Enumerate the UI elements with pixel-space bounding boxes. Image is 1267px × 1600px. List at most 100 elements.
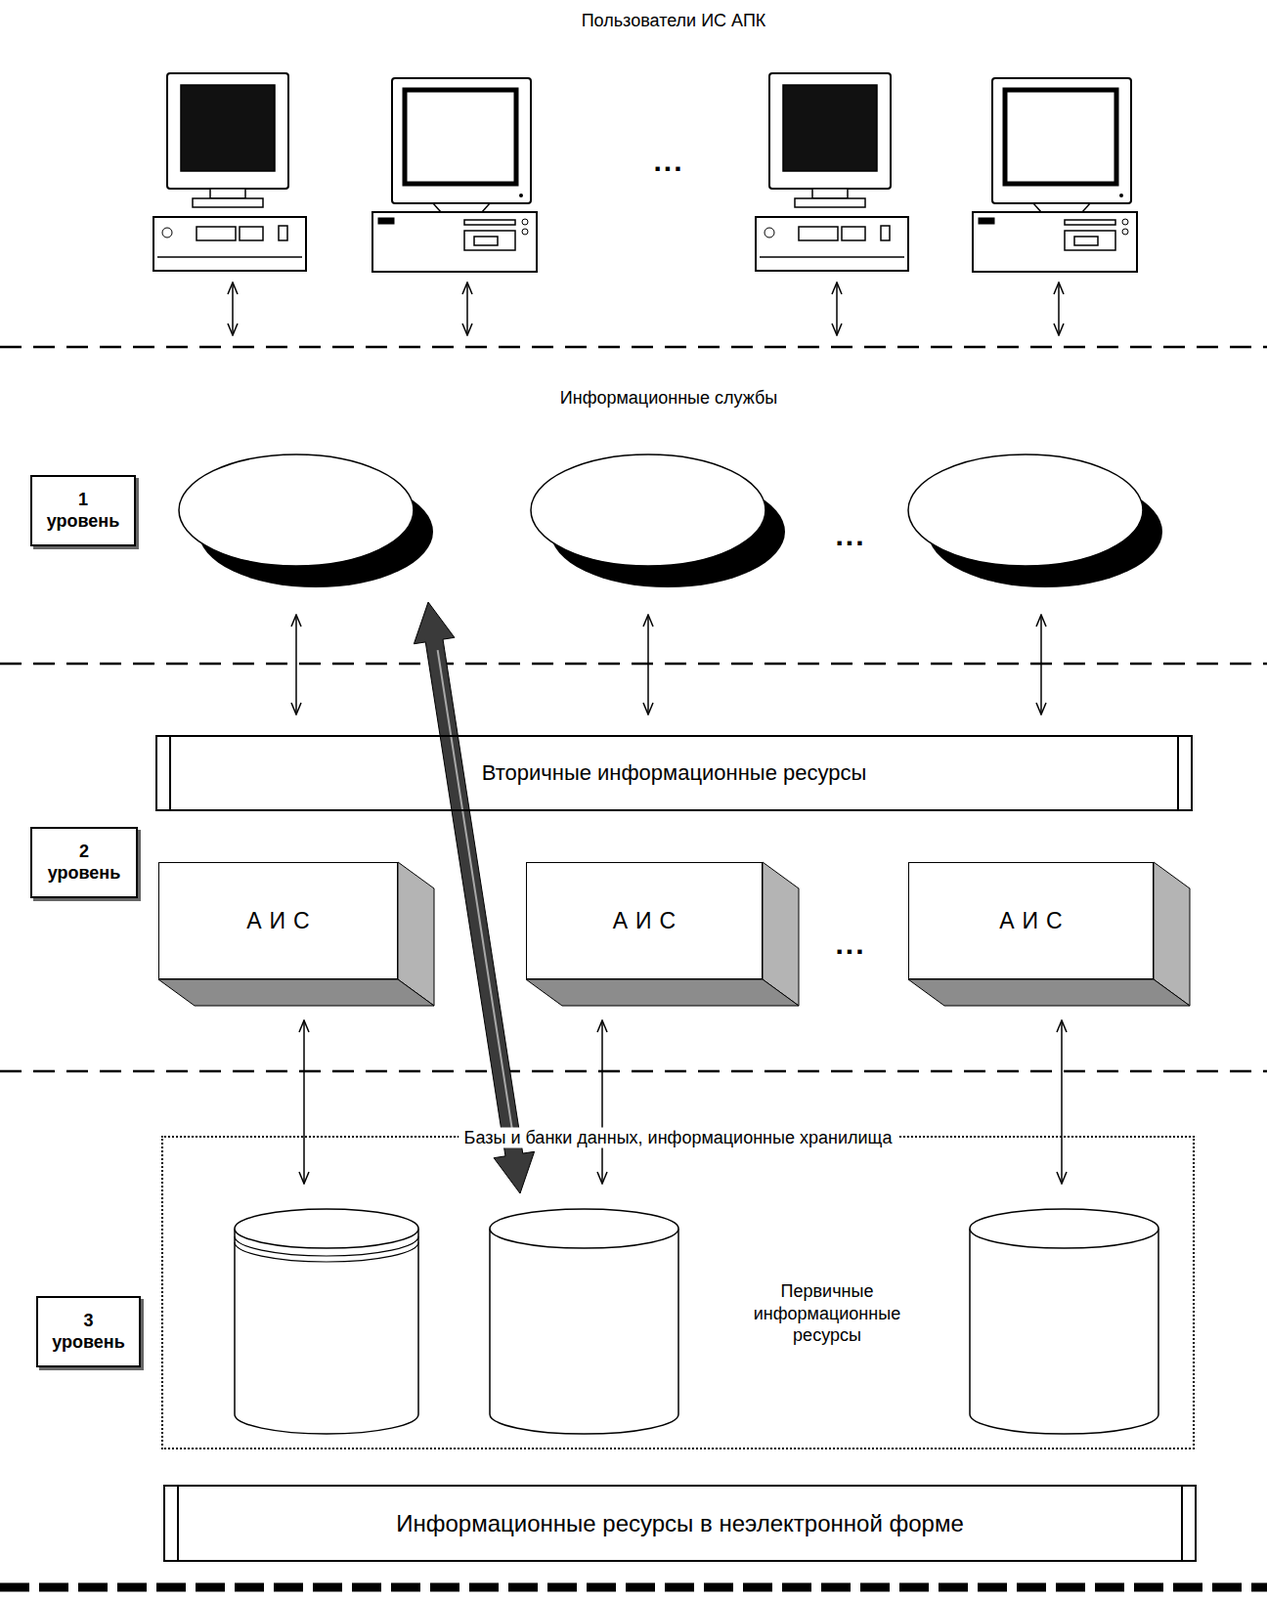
power-button — [764, 227, 775, 238]
drive-slot — [1074, 236, 1098, 246]
button — [1122, 218, 1129, 225]
monitor-neck — [210, 188, 246, 199]
node-text: Вторичные информационные ресурсы — [478, 760, 872, 787]
link-arrow — [231, 282, 234, 336]
button — [522, 218, 528, 225]
computer — [755, 73, 909, 271]
power-button — [162, 227, 173, 238]
link-arrow — [1057, 282, 1060, 336]
resource-band: Информационные ресурсы в неэлектронной ф… — [163, 1485, 1197, 1563]
drive-bay — [1064, 230, 1116, 251]
drive-slot — [278, 225, 288, 241]
case-line — [759, 256, 905, 259]
database-ring — [234, 1242, 419, 1263]
system-unit — [755, 217, 909, 271]
drive-slot — [841, 226, 866, 241]
node-text: АИС — [246, 908, 317, 935]
button — [522, 228, 528, 235]
monitor — [392, 78, 531, 204]
drive-slot — [464, 219, 516, 225]
ais-box: АИС — [908, 862, 1190, 1006]
monitor — [992, 78, 1132, 204]
monitor-base — [794, 198, 866, 208]
ais-front: АИС — [525, 862, 763, 980]
connector-arrow — [1060, 1020, 1063, 1184]
computer — [372, 78, 537, 272]
case-line — [157, 256, 303, 259]
computer — [153, 73, 306, 271]
drive-slot — [239, 226, 263, 241]
system-unit — [372, 212, 537, 272]
ellipsis: ... — [834, 519, 866, 553]
link-arrow — [1040, 614, 1043, 715]
ais-box: АИС — [525, 862, 799, 1006]
level-box: 1 уровень — [30, 475, 136, 547]
connector-arrow — [303, 1020, 306, 1184]
service-ellipse — [530, 454, 766, 567]
link-arrow — [295, 614, 298, 715]
monitor-led — [1119, 193, 1124, 198]
drive-slot — [1064, 219, 1116, 225]
screen — [404, 89, 517, 184]
region-heading: Базы и банки данных, информационные хран… — [458, 1128, 899, 1149]
database-body — [489, 1228, 679, 1435]
resource-band: Вторичные информационные ресурсы — [155, 735, 1193, 812]
node-text: 2 уровень — [47, 841, 122, 884]
drive-bay — [464, 230, 516, 251]
drive-slot — [196, 226, 236, 241]
button — [1122, 228, 1129, 235]
ais-front: АИС — [158, 862, 398, 980]
badge — [378, 218, 394, 224]
node-text: 3 уровень — [51, 1310, 126, 1354]
screen — [783, 85, 877, 172]
level-box: 3 уровень — [36, 1296, 141, 1368]
service-ellipse — [908, 454, 1143, 567]
level-box: 2 уровень — [30, 827, 138, 899]
drive-slot — [880, 225, 890, 241]
node-text: Информационные ресурсы в неэлектронной ф… — [392, 1510, 968, 1538]
screen — [180, 85, 275, 172]
monitor-led — [519, 193, 524, 198]
ais-box: АИС — [158, 862, 435, 1006]
monitor-base — [192, 198, 263, 208]
drive-slot — [474, 236, 498, 246]
database-ring — [234, 1236, 419, 1257]
ellipsis: ... — [653, 144, 684, 178]
node-text: 1 уровень — [46, 489, 121, 532]
ais-bottom — [908, 979, 1190, 1006]
computer — [972, 78, 1137, 272]
badge — [978, 218, 995, 224]
monitor — [167, 73, 289, 189]
thick-arrow-highlight — [437, 650, 516, 1145]
monitor-stand — [1033, 203, 1091, 213]
drive-slot — [798, 226, 838, 241]
link-arrow — [835, 282, 838, 336]
node-text: АИС — [999, 908, 1070, 935]
database-body — [969, 1228, 1159, 1435]
ais-bottom — [525, 979, 799, 1006]
monitor-stand — [433, 203, 490, 213]
ais-bottom — [158, 979, 435, 1006]
link-arrow — [466, 282, 469, 336]
dashed-separator — [0, 662, 1267, 666]
system-unit — [153, 217, 306, 271]
ellipsis: ... — [834, 927, 866, 962]
database-top — [489, 1209, 679, 1249]
system-unit — [972, 212, 1137, 272]
database-top — [234, 1209, 419, 1249]
monitor-neck — [812, 188, 848, 199]
connector-arrow — [601, 1020, 604, 1184]
monitor — [769, 73, 891, 189]
database-region: Базы и банки данных, информационные хран… — [161, 1135, 1195, 1450]
ais-front: АИС — [908, 862, 1154, 980]
users-heading: Пользователи ИС АПК — [581, 10, 767, 32]
node-text: АИС — [612, 908, 684, 935]
dashed-separator — [0, 1070, 1267, 1074]
link-arrow — [647, 614, 650, 715]
dashed-separator — [0, 346, 1267, 350]
primary-resources-label: Первичные информационные ресурсы — [734, 1280, 920, 1348]
services-heading: Информационные службы — [560, 388, 779, 409]
service-ellipse — [178, 454, 414, 567]
thick-dashed-separator — [0, 1583, 1267, 1593]
screen — [1004, 89, 1117, 184]
